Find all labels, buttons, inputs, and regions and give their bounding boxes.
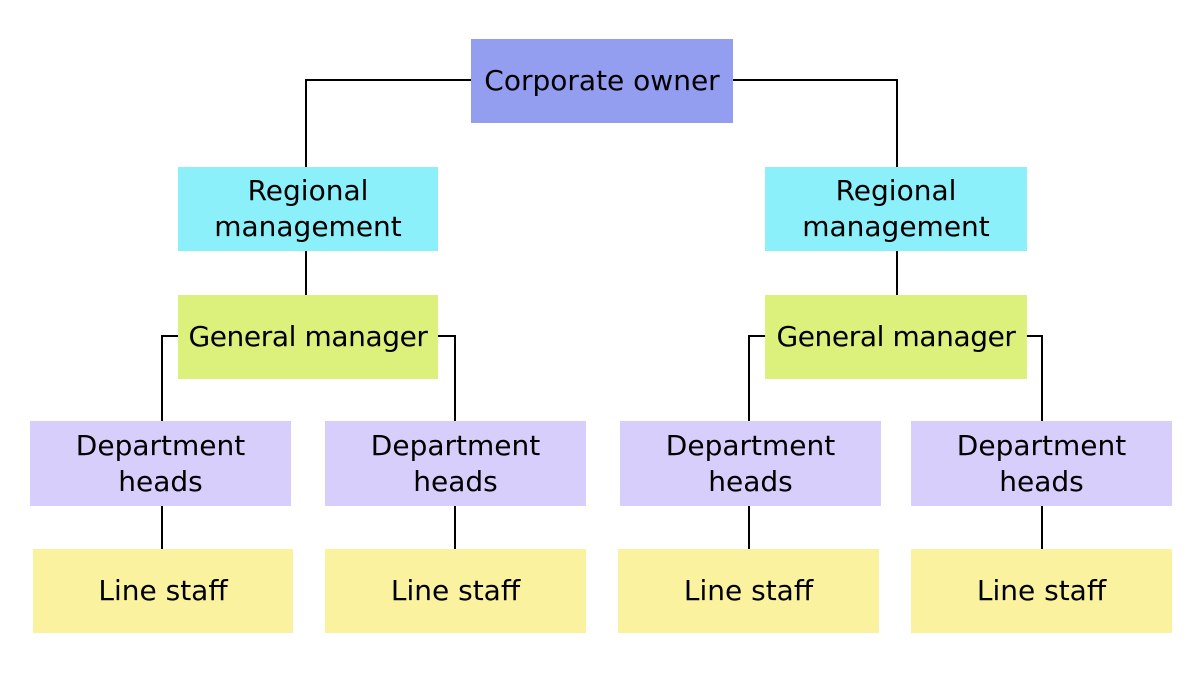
line-staff-2-box: Line staff	[325, 549, 586, 633]
connector-owner-regional-left	[305, 79, 471, 167]
regional-management-left-label: Regional management	[214, 174, 402, 243]
line-staff-2-label: Line staff	[390, 574, 521, 608]
line-staff-4-box: Line staff	[911, 549, 1172, 633]
department-heads-1-label: Department heads	[75, 428, 246, 498]
general-manager-left-label: General manager	[188, 320, 428, 354]
connector-owner-regional-right	[733, 79, 898, 167]
department-heads-3-label: Department heads	[665, 428, 836, 498]
regional-management-left-box: Regional management	[178, 167, 438, 251]
corporate-owner-label: Corporate owner	[484, 64, 720, 98]
line-staff-4-label: Line staff	[976, 574, 1107, 608]
line-staff-3-label: Line staff	[683, 574, 814, 608]
connector-general-department-3	[748, 335, 765, 421]
line-staff-3-box: Line staff	[618, 549, 879, 633]
department-heads-3-box: Department heads	[620, 421, 881, 506]
department-heads-4-label: Department heads	[956, 428, 1127, 498]
connector-general-department-2	[438, 335, 456, 421]
department-heads-2-box: Department heads	[325, 421, 586, 506]
connector-general-department-4	[1027, 335, 1043, 421]
department-heads-1-box: Department heads	[30, 421, 291, 506]
department-heads-2-label: Department heads	[370, 428, 541, 498]
line-staff-1-box: Line staff	[33, 549, 293, 633]
general-manager-left-box: General manager	[178, 295, 438, 379]
corporate-owner-box: Corporate owner	[471, 39, 733, 123]
regional-management-right-label: Regional management	[802, 174, 990, 243]
department-heads-4-box: Department heads	[911, 421, 1172, 506]
line-staff-1-label: Line staff	[98, 574, 228, 608]
general-manager-right-label: General manager	[776, 320, 1016, 354]
regional-management-right-box: Regional management	[765, 167, 1027, 251]
connector-general-department-1	[161, 335, 178, 421]
general-manager-right-box: General manager	[765, 295, 1027, 379]
